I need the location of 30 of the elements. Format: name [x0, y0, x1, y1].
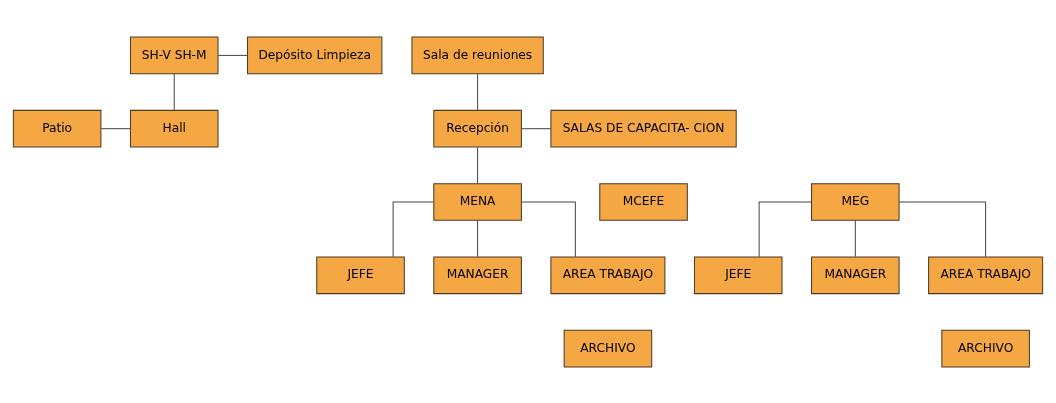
connector: [854, 219, 856, 257]
connector: [521, 201, 576, 257]
node-box: Depósito Limpieza: [247, 36, 383, 74]
node-box: AREA TRABAJO: [928, 255, 1044, 294]
connector: [217, 54, 248, 56]
connector: [521, 127, 552, 129]
connector: [173, 72, 175, 110]
connector: [392, 201, 434, 257]
node-box: ARCHIVO: [941, 329, 1030, 367]
node-box: Hall: [129, 109, 219, 148]
node-box: Sala de reuniones: [411, 36, 544, 74]
node-box: MEG: [811, 182, 900, 221]
connector: [898, 201, 987, 257]
connector: [477, 219, 479, 257]
node-box: JEFE: [693, 255, 783, 294]
node-box: SH-V SH-M: [129, 36, 219, 74]
node-box: MENA: [433, 182, 522, 221]
connector: [758, 201, 812, 257]
connector: [100, 127, 131, 129]
connector: [477, 146, 479, 184]
node-box: MCEFE: [599, 182, 688, 221]
node-box: JEFE: [316, 255, 405, 294]
node-box: AREA TRABAJO: [550, 255, 666, 294]
connector: [477, 72, 479, 110]
node-box: ARCHIVO: [563, 329, 653, 367]
node-box: SALAS DE CAPACITA- CION: [550, 109, 737, 148]
node-box: MANAGER: [433, 255, 522, 294]
node-box: MANAGER: [811, 255, 900, 294]
node-box: Recepción: [433, 109, 522, 148]
node-box: Patio: [12, 109, 102, 148]
